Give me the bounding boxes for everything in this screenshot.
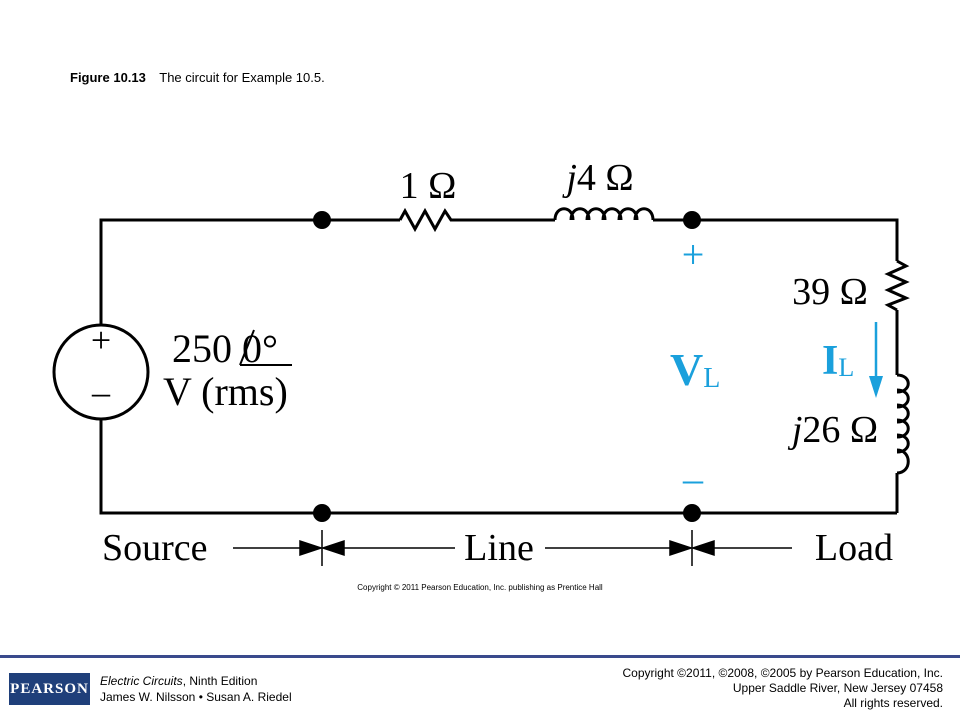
load-inductor-j: j [787,409,803,451]
current-label: IL [822,338,854,384]
section-label-source: Source [102,527,208,569]
node-bottom-left [313,504,331,522]
node-bottom-right [683,504,701,522]
source-value-line2: V (rms) [163,369,288,414]
voltage-source [52,323,150,421]
load-resistor [884,259,910,312]
line-resistor [398,207,456,233]
footer-divider [0,655,960,658]
current-symbol: I [822,338,838,384]
line-inductor [553,207,655,221]
publisher-rights: All rights reserved. [843,696,943,710]
voltage-symbol: V [670,344,703,395]
section-label-load: Load [815,527,893,569]
book-edition: , Ninth Edition [182,674,258,688]
voltage-label: VL [670,344,720,395]
load-inductor-value: 26 Ω [802,409,878,451]
line-inductor-value: 4 Ω [577,157,634,199]
load-inductor [896,373,910,475]
source-magnitude: 250 [172,326,232,371]
node-top-left [313,211,331,229]
book-title: Electric Circuits [100,674,183,688]
line-resistor-label: 1 Ω [400,165,457,207]
line-inductor-j: j [561,157,577,199]
source-plus: + [91,320,111,360]
book-title-line: Electric Circuits, Ninth Edition [100,673,292,689]
top-right-wire [653,218,899,261]
angle-symbol [239,329,292,366]
nodes [313,211,701,522]
section-label-line: Line [464,527,534,569]
publisher-address: Upper Saddle River, New Jersey 07458 [732,681,943,695]
figure-copyright: Copyright © 2011 Pearson Education, Inc.… [357,583,603,592]
figure-number: Figure 10.13 [70,70,146,85]
line-inductor-label: j4 Ω [561,157,633,199]
load-plus: + [682,232,705,277]
wires [99,218,899,515]
current-subscript: L [838,353,854,382]
source-angle: 0° [242,326,278,371]
figure-caption-text: The circuit for Example 10.5. [159,70,325,85]
load-minus: – [682,456,704,501]
publisher-legal: Copyright ©2011, ©2008, ©2005 by Pearson… [622,666,943,711]
load-inductor-label: j26 Ω [787,409,878,451]
voltage-subscript: L [703,363,720,394]
source-minus: – [91,372,111,412]
book-authors: James W. Nilsson • Susan A. Riedel [100,690,292,704]
top-wire [99,218,400,340]
figure-caption: Figure 10.13 The circuit for Example 10.… [70,70,325,85]
pearson-logo: PEARSON [9,673,90,705]
book-info: Electric Circuits, Ninth Edition James W… [100,673,292,705]
bottom-wire [99,404,897,515]
section-dimension-lines [233,530,792,566]
load-resistor-label: 39 Ω [792,271,868,313]
current-arrow [869,322,883,398]
publisher-copyright: Copyright ©2011, ©2008, ©2005 by Pearson… [622,666,943,680]
node-top-right [683,211,701,229]
